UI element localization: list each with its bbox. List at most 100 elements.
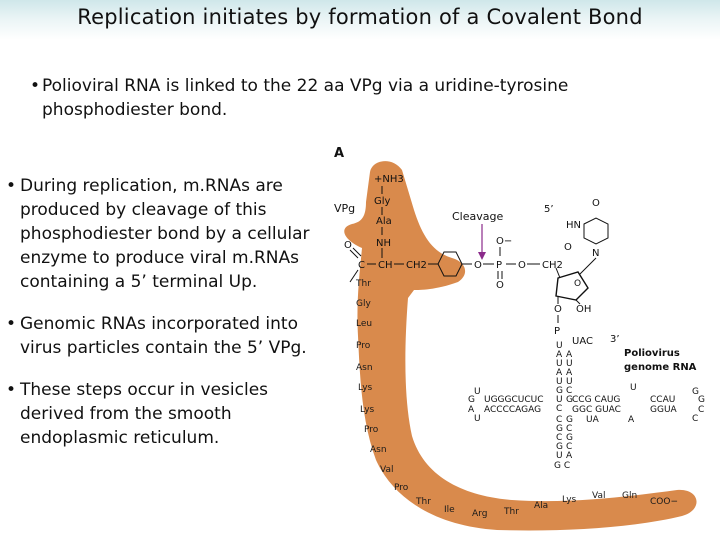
rna-loop-base: C	[692, 414, 698, 424]
rna-loop-base: U	[474, 387, 481, 397]
ribose-3-oxygen: O	[554, 304, 562, 315]
rna-left-bottom: ACCCCAGAG	[484, 405, 541, 415]
rna-stem-base: A	[556, 368, 563, 378]
ribose-ring-oxygen: O	[574, 279, 581, 289]
rna-lower-base: C	[556, 433, 562, 443]
ribose-oh: OH	[576, 304, 591, 315]
amino-acid: Gly	[356, 299, 371, 309]
panel-label: A	[334, 146, 344, 161]
bond-line	[575, 299, 581, 305]
rna-stem-base: U	[556, 377, 563, 387]
bullet-dot: •	[6, 176, 17, 196]
rna-stem-base: U	[566, 377, 573, 387]
rna-stem-base: U	[566, 359, 573, 369]
uracil-n: N	[592, 248, 599, 259]
rna-stem-base: A	[566, 350, 573, 360]
amino-acid: Asn	[356, 363, 373, 373]
nh3-label: +NH3	[374, 174, 404, 185]
vpg-label: VPg	[334, 202, 355, 215]
phosphorus-label: P	[496, 260, 502, 271]
intro-bullet: • Polioviral RNA is linked to the 22 aa …	[30, 74, 670, 122]
bond-line	[352, 247, 362, 257]
side-chain-ch2: CH2	[406, 260, 427, 271]
amino-acid: Pro	[356, 341, 371, 351]
bullet-text: Genomic RNAs incorporated into virus par…	[20, 314, 307, 358]
amino-acid: Ala	[376, 216, 392, 227]
ribose-ch2: CH2	[542, 260, 563, 271]
amino-acid: Asn	[370, 445, 387, 455]
title-bar	[0, 0, 720, 40]
rna-stem-base: A	[556, 350, 563, 360]
rna-a: A	[628, 415, 635, 425]
five-prime-label: 5’	[544, 204, 554, 215]
bond-line	[349, 249, 359, 259]
rna-loop-base: G	[468, 395, 475, 405]
bullet-item: • Genomic RNAs incorporated into virus p…	[6, 312, 328, 360]
bridge-oxygen: O	[518, 260, 526, 271]
carbonyl-oxygen: O	[344, 240, 352, 251]
rna-lower-base: G	[566, 415, 573, 425]
amino-acid: Thr	[415, 497, 431, 507]
amino-acid: Pro	[394, 483, 409, 493]
bullet-text: During replication, m.RNAs are produced …	[20, 176, 310, 292]
rna-loop-base: A	[468, 405, 475, 415]
bullet-dot: •	[30, 76, 41, 96]
rna-stem-base: U	[556, 395, 563, 405]
amino-acid: Gln	[622, 491, 637, 501]
amino-acid: Pro	[364, 425, 379, 435]
uracil-o-top: O	[592, 198, 600, 209]
rna-stem: U A U A U G U C A U A U C G	[556, 341, 573, 414]
amino-acid: Val	[592, 491, 605, 501]
rna-end-gc: G C	[554, 461, 570, 471]
amino-acid: Ile	[444, 505, 455, 515]
rna-stem-base: U	[556, 341, 563, 351]
amino-acid-chain: Thr Gly Leu Pro Asn Lys Lys Pro Asn Val …	[355, 279, 678, 519]
amino-acid: Lys	[360, 405, 375, 415]
rna-lower-base: G	[566, 433, 573, 443]
bullet-item: • During replication, m.RNAs are produce…	[6, 174, 328, 294]
rna-stem-base: G	[566, 395, 573, 405]
genome-label-line2: genome RNA	[624, 362, 697, 373]
bullet-dot: •	[6, 314, 17, 334]
rna-stem-base: A	[566, 368, 573, 378]
rna-lower-base: U	[556, 451, 563, 461]
rna-lower-base: C	[566, 424, 572, 434]
rna-mid-bottom: GGC GUAC	[572, 405, 621, 415]
vpg-peptide-shape	[344, 161, 697, 531]
bond-line	[349, 269, 359, 283]
cleavage-label: Cleavage	[452, 210, 503, 223]
bond-line	[579, 257, 597, 275]
rna-stem-base: U	[556, 359, 563, 369]
phosphate-o-minus: O−	[496, 236, 512, 247]
amino-acid: Lys	[562, 495, 577, 505]
bullet-list: • During replication, m.RNAs are produce…	[6, 174, 328, 468]
amino-acid: COO−	[650, 497, 678, 507]
uracil-hn: HN	[566, 220, 581, 231]
rna-loop-base: G	[692, 387, 699, 397]
uac-label: UAC	[572, 336, 593, 347]
phosphate-bottom-o: O	[496, 280, 504, 291]
rna-mid-top: CCG CAUG	[572, 395, 620, 405]
slide-title: Replication initiates by formation of a …	[77, 5, 643, 29]
amino-acid: Thr	[503, 507, 519, 517]
amino-acid: Arg	[472, 509, 487, 519]
phenolic-oxygen: O	[474, 260, 482, 271]
intro-text: Polioviral RNA is linked to the 22 aa VP…	[42, 76, 569, 120]
rna-lower-stem: C G C G U G C G C A G C	[554, 415, 573, 471]
vpg-rna-figure: A VPg +NH3 Gly Ala NH O C CH CH2 O P O− …	[332, 140, 720, 540]
alpha-carbon: CH	[378, 260, 393, 271]
rna-lower-base: G	[556, 424, 563, 434]
three-prime-label: 3’	[610, 334, 620, 345]
rna-loop-base: U	[474, 414, 481, 424]
ribose-ring	[555, 271, 589, 301]
rna-lower-base: G	[556, 442, 563, 452]
genome-label-line1: Poliovirus	[624, 348, 680, 359]
rna-stem-base: C	[566, 386, 572, 396]
nh-label: NH	[376, 238, 391, 249]
rna-lower-base: A	[566, 451, 573, 461]
amino-acid: Gly	[374, 196, 391, 207]
uracil-ring	[583, 217, 609, 245]
rna-left-top: UGGGCUCUC	[484, 395, 544, 405]
amino-acid: Val	[380, 465, 393, 475]
amino-acid: Lys	[358, 383, 373, 393]
